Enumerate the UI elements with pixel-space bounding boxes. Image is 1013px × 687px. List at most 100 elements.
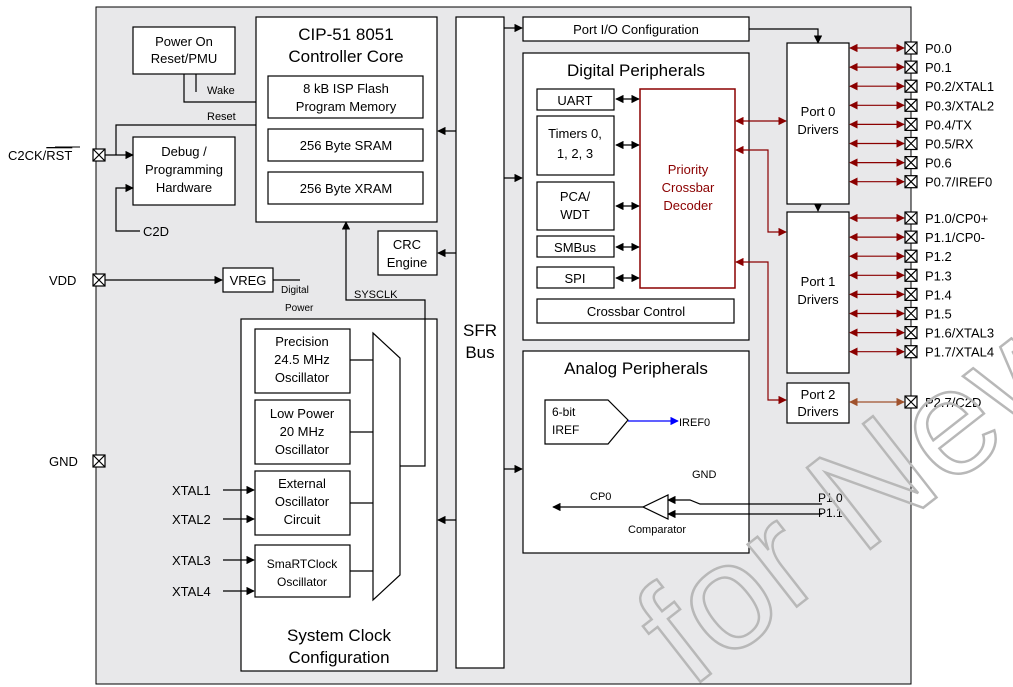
sram-label: 256 Byte SRAM — [300, 138, 393, 153]
pin-pad-cross — [904, 268, 918, 282]
pin-vdd: VDD — [49, 273, 76, 288]
spi-label: SPI — [565, 271, 586, 286]
por-line2: Reset/PMU — [151, 51, 217, 66]
pin-label-port0: P0.2/XTAL1 — [925, 79, 994, 94]
pin-label-port1: P1.6/XTAL3 — [925, 326, 994, 341]
flash-line1: 8 kB ISP Flash — [303, 81, 389, 96]
iref-line2: IREF — [552, 423, 579, 437]
flash-line2: Program Memory — [296, 99, 397, 114]
smartclock-line1: SmaRTClock — [267, 557, 338, 571]
cp0-label: CP0 — [590, 491, 611, 503]
wake-label: Wake — [207, 85, 235, 97]
clock-title1: System Clock — [287, 626, 391, 645]
port1-drivers-block — [786, 211, 850, 374]
vreg-block — [222, 267, 274, 293]
pin-pad-cross — [904, 345, 918, 359]
iref-line1: 6-bit — [552, 405, 576, 419]
port2-line2: Drivers — [797, 404, 839, 419]
iref-block — [544, 399, 629, 445]
lowpower-line1: Low Power — [270, 406, 335, 421]
pin-label-port1: P1.4 — [925, 287, 952, 302]
port-pin-rows: P0.0P0.1P0.2/XTAL1P0.3/XTAL2P0.4/TXP0.5/… — [849, 41, 994, 410]
lowpower-line2: 20 MHz — [280, 424, 325, 439]
flash-block — [267, 75, 424, 119]
analog-peripherals-block — [522, 350, 750, 554]
core-title2: Controller Core — [288, 47, 403, 66]
port2-line1: Port 2 — [801, 387, 836, 402]
port-io-config-label: Port I/O Configuration — [573, 22, 699, 37]
analog-title: Analog Peripherals — [564, 359, 708, 378]
c2d-label: C2D — [143, 224, 169, 239]
external-line2: Oscillator — [275, 494, 330, 509]
smartclock-block — [254, 544, 351, 598]
digital-title: Digital Peripherals — [567, 61, 705, 80]
crossbar-line3: Decoder — [663, 198, 713, 213]
smbus-label: SMBus — [554, 240, 596, 255]
analog-p11-label: P1.1 — [818, 506, 843, 520]
analog-p10-label: P1.0 — [818, 491, 843, 505]
sfr-line1: SFR — [463, 321, 497, 340]
pca-line2: WDT — [560, 207, 590, 222]
precision-line2: 24.5 MHz — [274, 352, 330, 367]
lowpower-line3: Oscillator — [275, 442, 330, 457]
port1-line2: Drivers — [797, 292, 839, 307]
por-line1: Power On — [155, 34, 213, 49]
sram-block — [267, 128, 424, 162]
reset-label: Reset — [207, 111, 236, 123]
sfr-line2: Bus — [465, 343, 494, 362]
pin-xtal3: XTAL3 — [172, 553, 211, 568]
debug-line3: Hardware — [156, 180, 212, 195]
uart-block — [536, 88, 615, 111]
pin-pad-cross — [904, 137, 918, 150]
xram-block — [267, 171, 424, 205]
pin-xtal1: XTAL1 — [172, 483, 211, 498]
pin-label-port0: P0.4/TX — [925, 117, 972, 132]
comparator-label: Comparator — [628, 524, 686, 536]
pin-pad-cross — [904, 156, 918, 170]
low-power-osc-block — [254, 399, 351, 465]
port0-drivers-block — [786, 42, 850, 205]
comparator-symbol — [641, 494, 669, 520]
pca-wdt-block — [536, 181, 615, 231]
sysclk-label: SYSCLK — [354, 289, 398, 301]
port0-line2: Drivers — [797, 122, 839, 137]
pin-label-port1: P1.2 — [925, 249, 952, 264]
pin-pad-cross — [904, 98, 918, 112]
pin-xtal2: XTAL2 — [172, 512, 211, 527]
analog-gnd-label: GND — [692, 469, 717, 481]
crossbar-line2: Crossbar — [662, 180, 715, 195]
clock-title2: Configuration — [288, 648, 389, 667]
debug-line1: Debug / — [161, 144, 207, 159]
pin-label-port0: P0.0 — [925, 41, 952, 56]
pin-c2ck: C2CK/RST — [8, 148, 72, 163]
debug-line2: Programming — [145, 162, 223, 177]
timers-line2: 1, 2, 3 — [557, 146, 593, 161]
pin-pad-cross — [904, 326, 918, 340]
port1-line1: Port 1 — [801, 274, 836, 289]
external-osc-block — [254, 470, 351, 536]
crc-line1: CRC — [393, 237, 421, 252]
pin-pad-cross — [904, 307, 918, 320]
pin-pad-cross — [904, 211, 918, 225]
pin-label-port0: P0.3/XTAL2 — [925, 98, 994, 113]
pin-pad-cross — [904, 41, 918, 55]
smbus-block — [536, 235, 615, 258]
spi-block — [536, 266, 615, 289]
crc-engine-block — [377, 230, 438, 276]
pin-label-port1: P1.3 — [925, 268, 952, 283]
precision-line3: Oscillator — [275, 370, 330, 385]
pin-pad-cross — [904, 60, 918, 74]
pin-pad-cross — [904, 79, 918, 93]
pca-line1: PCA/ — [560, 189, 591, 204]
smartclock-line2: Oscillator — [277, 575, 327, 589]
pin-label-port0: P0.1 — [925, 60, 952, 75]
crossbar-decoder-block — [639, 88, 736, 289]
pin-xtal4: XTAL4 — [172, 584, 211, 599]
power-on-reset-block — [132, 26, 236, 75]
pin-label-port2: P2.7/C2D — [925, 395, 981, 410]
port2-drivers-block — [786, 382, 850, 424]
pin-label-port1: P1.0/CP0+ — [925, 211, 988, 226]
port-io-config-block — [522, 16, 750, 42]
